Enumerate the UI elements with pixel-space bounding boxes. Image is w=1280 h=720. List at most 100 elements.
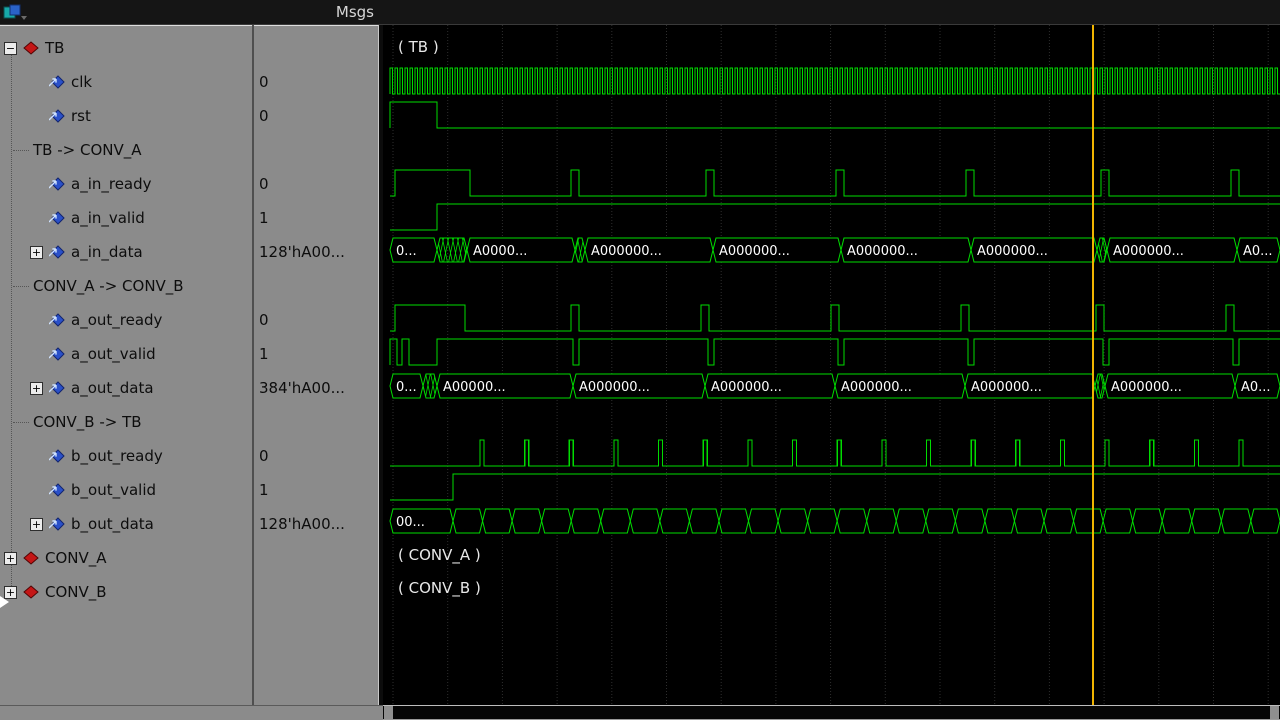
signal-icon (49, 177, 65, 191)
waveform-canvas[interactable]: ( TB )0...A0000...A000000...A000000...A0… (383, 25, 1280, 705)
tree-row-a-out-valid[interactable]: a_out_valid (0, 337, 252, 371)
b_out_data-bus-segment (1043, 508, 1075, 534)
instance-icon (23, 551, 39, 565)
b_out_data-bus-value: 00... (396, 515, 425, 530)
tree-row-tb[interactable]: −TB (0, 31, 252, 65)
b_out_data-bus-segment (1161, 508, 1193, 534)
tree-row-b-out-valid[interactable]: b_out_valid (0, 473, 252, 507)
scope-label: ( CONV_B ) (398, 579, 481, 598)
names-values-splitter[interactable] (252, 25, 254, 705)
value-cell-a-in-ready: 0 (259, 175, 269, 193)
signal-name: CONV_B (45, 583, 107, 601)
signal-name: a_out_ready (71, 311, 163, 329)
expand-toggle[interactable]: + (30, 245, 43, 259)
a_out_valid-waveform (389, 338, 1280, 366)
signal-name: b_out_valid (71, 481, 157, 499)
value-cell-tb (254, 31, 378, 65)
wave-window-icon[interactable] (3, 4, 27, 21)
a_out_data-bus-segment (422, 373, 438, 399)
b_out_data-bus-segment (511, 508, 543, 534)
tree-row-a-out-data[interactable]: +a_out_data (0, 371, 252, 405)
signal-tree: −TB clk rst TB -> CONV_A a_in_ready a_in_vali… (0, 26, 252, 609)
value-cell-conv-b-tb (254, 405, 378, 439)
a_out_data-bus-value: A000000... (841, 380, 912, 395)
expand-toggle[interactable]: + (4, 585, 17, 599)
b_out_data-bus-segment (866, 508, 897, 534)
tree-row-b-out-ready[interactable]: b_out_ready (0, 439, 252, 473)
tree-row-conv-a-conv-b[interactable]: CONV_A -> CONV_B (0, 269, 252, 303)
clk-waveform (389, 67, 1280, 95)
a_in_data-bus-value: A0000... (473, 244, 527, 259)
a_in_ready-waveform (390, 169, 1280, 197)
tree-row-clk[interactable]: clk (0, 65, 252, 99)
signal-name: clk (71, 73, 93, 91)
tree-row-a-in-ready[interactable]: a_in_ready (0, 167, 252, 201)
a_out_data-bus-value: A000000... (1111, 380, 1182, 395)
tree-row-b-out-data[interactable]: +b_out_data (0, 507, 252, 541)
value-cell-conv-a (254, 541, 378, 575)
tree-row-a-out-ready[interactable]: a_out_ready (0, 303, 252, 337)
value-cell-clk: 0 (259, 73, 269, 91)
b_out_data-bus-segment (836, 508, 868, 534)
tree-row-conv-b-tb[interactable]: CONV_B -> TB (0, 405, 252, 439)
tree-row-conv-a[interactable]: +CONV_A (0, 541, 252, 575)
a_out_data-bus-value: A000000... (971, 380, 1042, 395)
instance-icon (23, 41, 39, 55)
value-cell-a-out-valid: 1 (259, 345, 269, 363)
b_out_data-bus-segment (1191, 508, 1222, 534)
scroll-pointer-icon (0, 596, 9, 608)
value-cell-b-out-data: 128'hA00... (259, 515, 345, 533)
value-cell-a-in-data: 128'hA00... (259, 243, 345, 261)
tree-row-tb-conv-a[interactable]: TB -> CONV_A (0, 133, 252, 167)
signal-names-panel: −TB clk rst TB -> CONV_A a_in_ready a_in_vali… (0, 25, 252, 705)
tree-row-rst[interactable]: rst (0, 99, 252, 133)
signal-icon (49, 109, 65, 123)
expand-toggle[interactable]: + (30, 381, 43, 395)
tree-row-conv-b[interactable]: + CONV_B (0, 575, 252, 609)
group-label: TB -> CONV_A (33, 141, 142, 159)
signal-icon (49, 381, 65, 395)
scrollbar-left-cap[interactable] (384, 706, 393, 719)
value-cell-a-out-ready: 0 (259, 311, 269, 329)
signal-name: a_in_valid (71, 209, 145, 227)
b_out_data-bus-segment (541, 508, 572, 534)
scrollbar-right-cap[interactable] (1270, 706, 1279, 719)
b_out_data-bus-segment (925, 508, 956, 534)
a_out_data-bus-value: A000000... (579, 380, 650, 395)
tree-row-a-in-valid[interactable]: a_in_valid (0, 201, 252, 235)
expand-toggle[interactable]: + (30, 517, 43, 531)
expand-toggle[interactable]: + (4, 551, 17, 565)
a_in_valid-waveform (390, 203, 1280, 231)
horizontal-scrollbar[interactable] (383, 705, 1280, 720)
group-label: CONV_A -> CONV_B (33, 277, 184, 295)
b_out_data-bus-segment (629, 508, 661, 534)
group-label: CONV_B -> TB (33, 413, 142, 431)
b_out_data-bus-segment (570, 508, 602, 534)
value-cell-b-out-valid: 1 (259, 481, 269, 499)
signal-icon (49, 211, 65, 225)
a_in_data-bus-value: A000000... (1113, 244, 1184, 259)
tree-guide-line (11, 54, 12, 592)
value-cell-a-in-valid: 1 (259, 209, 269, 227)
b_out_data-bus-segment (688, 508, 720, 534)
a_in_data-bus-value: A000000... (591, 244, 662, 259)
a_in_data-bus-value: A000000... (847, 244, 918, 259)
a_out_data-bus-segment (1094, 373, 1106, 399)
waveform-panel[interactable]: ( TB )0...A0000...A000000...A000000...A0… (383, 25, 1280, 705)
values-wave-splitter[interactable] (378, 25, 383, 705)
b_out_data-bus-segment (1073, 508, 1104, 534)
b_out_data-bus-segment (807, 508, 838, 534)
b_out_data-bus-segment (984, 508, 1015, 534)
value-cell-rst: 0 (259, 107, 269, 125)
a_in_data-bus-segment (436, 237, 468, 263)
a_in_data-bus-segment (1096, 237, 1108, 263)
a_in_data-bus-segment (574, 237, 586, 263)
collapse-toggle[interactable]: − (4, 41, 17, 55)
signal-name: a_out_valid (71, 345, 156, 363)
b_out_data-bus-segment (747, 508, 779, 534)
b_out_data-bus-segment (895, 508, 927, 534)
dropdown-arrow-icon (21, 16, 27, 20)
tree-row-a-in-data[interactable]: +a_in_data (0, 235, 252, 269)
